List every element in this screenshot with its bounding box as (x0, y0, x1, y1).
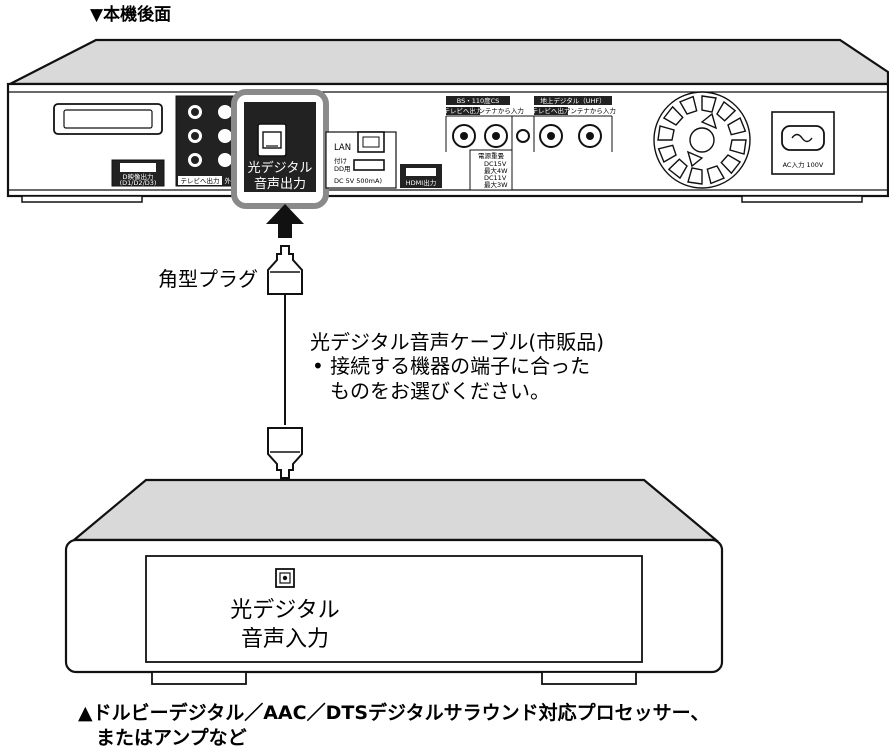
rear-view-label: ▼本機後面 (90, 4, 171, 25)
cooling-fan (653, 91, 751, 189)
usb-label-1: 付け (334, 156, 347, 165)
hdmi-port[interactable] (406, 168, 436, 176)
device-panel (145, 555, 643, 663)
optical-output-label-2: 音声出力 (254, 176, 306, 192)
max4w-label: 最大4W (484, 166, 508, 175)
antenna-in-label-bs: アンテナから入力 (472, 106, 524, 115)
optical-output-label-1: 光デジタル (248, 160, 313, 176)
cable-name-label: 光デジタル音声ケーブル(市販品) (310, 330, 604, 354)
tv-out-label-uhf: テレビへ出力 (532, 106, 571, 115)
cable-note-line2: ものをお選びください。 (330, 379, 550, 403)
status-indicator (516, 129, 530, 143)
usb-port[interactable] (353, 159, 385, 171)
dc15v-label: DC15V (484, 160, 507, 168)
hdmi-label: HDMI出力 (406, 178, 436, 187)
usb-spec-label: DC 5V 500mA) (334, 177, 382, 185)
bs-cs-label: BS・110度CS (457, 96, 500, 105)
audio-device: 光デジタル 音声入力 (64, 478, 724, 685)
top-square-plug (267, 245, 303, 295)
ac-inlet[interactable] (781, 125, 825, 151)
ac-input-label: AC入力 100V (783, 160, 824, 169)
max3w-label: 最大3W (484, 180, 508, 189)
device-top (70, 478, 720, 542)
square-plug-label: 角型プラグ (158, 267, 258, 291)
power-supply-label: 電源重畳 (478, 151, 505, 160)
rca-jacks (186, 103, 234, 169)
optical-input-label-2: 音声入力 (241, 627, 329, 652)
antenna-in-label-uhf: アンテナから入力 (564, 106, 616, 115)
d-output-label-1: D映像出力 (122, 172, 153, 181)
device-description-line2: またはアンプなど (96, 726, 247, 749)
recorder-top-lid (9, 38, 889, 86)
optical-input-label-1: 光デジタル (230, 598, 340, 623)
terrestrial-label: 地上デジタル（UHF） (540, 96, 605, 105)
arrow-to-recorder (266, 204, 304, 238)
device-description-line1: ▲ドルビーデジタル／AAC／DTSデジタルサラウンド対応プロセッサー、 (78, 701, 709, 724)
usb-label-2: DD用 (334, 165, 351, 173)
tv-out-label-bs: テレビへ出力 (444, 106, 483, 115)
antenna-block: BS・110度CS 地上デジタル（UHF） テレビへ出力 アンテナから入力 テレ… (444, 96, 616, 191)
bottom-square-plug (267, 427, 303, 479)
recorder-rear-panel: D映像出力 (D1/D2/D3) テレビへ出力 外部 光デジタル 音声出力 LA… (6, 38, 889, 209)
d-output-label-2: (D1/D2/D3) (120, 179, 157, 187)
cable-note-line1: • 接続する機器の端子に合った (312, 354, 590, 378)
lan-label: LAN (334, 143, 351, 153)
dc11v-label: DC11V (484, 174, 507, 182)
tv-out-short-label: テレビへ出力 (181, 176, 220, 185)
